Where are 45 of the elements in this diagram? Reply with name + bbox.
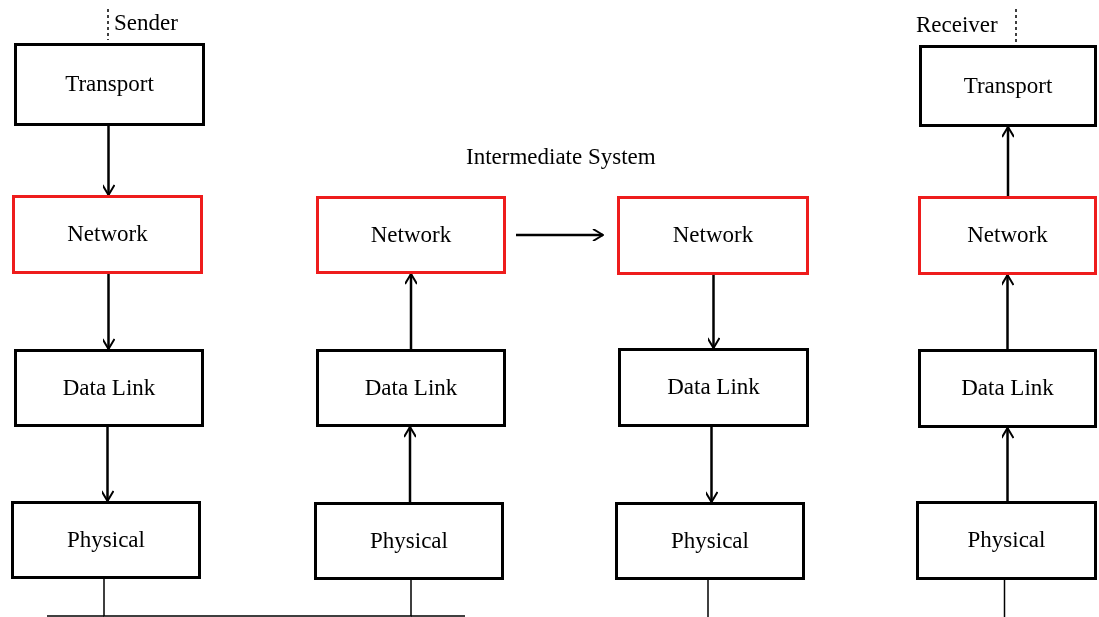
arrow: [704, 427, 719, 503]
link-line: [103, 578, 412, 617]
layer-box: [918, 349, 1097, 428]
layer-box: [316, 349, 506, 427]
layer-box: [14, 43, 205, 126]
arrow: [1001, 126, 1015, 196]
layer-name: Physical: [967, 526, 1046, 555]
layer-box: [316, 196, 506, 274]
layer-name: Network: [672, 221, 754, 250]
link-line: [707, 579, 709, 617]
layer-box: [617, 196, 809, 275]
layer-name: Data Link: [364, 373, 458, 402]
arrow: [516, 228, 604, 242]
arrow: [403, 426, 417, 502]
system-label: Sender: [114, 9, 178, 37]
layer-name: Data Link: [667, 373, 760, 402]
arrow: [1000, 427, 1015, 501]
system-label: Intermediate System: [466, 143, 656, 171]
layer-box: [918, 196, 1097, 275]
layer-box: [615, 502, 805, 580]
arrow: [101, 126, 116, 196]
layer-box: [919, 45, 1097, 127]
arrow: [101, 274, 116, 350]
system-label: Receiver: [916, 11, 998, 39]
link-line: [1003, 579, 1006, 617]
layer-name: Network: [967, 221, 1048, 250]
layer-name: Physical: [67, 525, 145, 554]
arrow: [100, 427, 115, 502]
layer-box: [14, 349, 204, 427]
layer-name: Transport: [963, 71, 1053, 100]
layer-name: Transport: [65, 70, 154, 99]
arrow: [404, 273, 418, 349]
layer-name: Network: [67, 220, 148, 249]
layer-box: [618, 348, 809, 427]
arrow: [1000, 274, 1015, 349]
layer-name: Physical: [671, 526, 749, 555]
layer-box: [11, 501, 201, 579]
layer-name: Network: [370, 220, 452, 249]
layer-box: [916, 501, 1097, 580]
layer-box: [314, 502, 504, 580]
layer-name: Physical: [370, 526, 448, 555]
layer-box: [12, 195, 203, 274]
layer-name: Data Link: [961, 374, 1054, 403]
arrow: [706, 275, 721, 349]
layer-name: Data Link: [62, 373, 156, 402]
